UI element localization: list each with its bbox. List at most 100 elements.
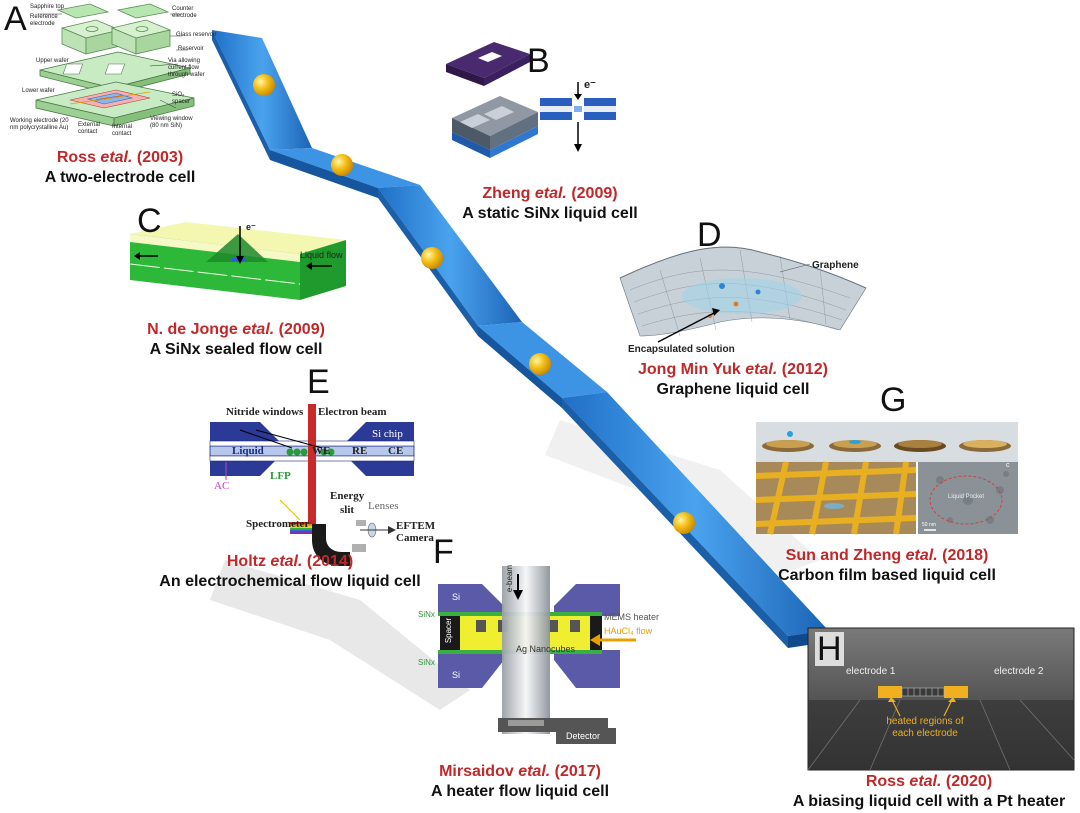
- g-pocket-label: Liquid Pocket: [948, 494, 985, 500]
- a-label-reference: Reference electrode: [30, 14, 58, 27]
- caption-g-author: Sun and Zheng: [785, 547, 902, 564]
- f-mems-label: MEMS heater: [604, 612, 660, 622]
- panel-c-illustration: [129, 222, 346, 300]
- panel-letter-f: F: [433, 533, 454, 571]
- caption-b-author: Zheng: [482, 185, 531, 202]
- a-label-working: Working electrode (20 nm polycrystalline…: [10, 118, 69, 131]
- timeline-ball: [331, 154, 353, 176]
- spectrum-bars: [290, 522, 312, 534]
- a-label-upper: Upper wafer: [36, 58, 69, 64]
- caption-b-year: (2009): [571, 185, 618, 202]
- caption-h-year: (2020): [945, 773, 993, 790]
- f-sinx-bottom-label: SiNx: [418, 658, 435, 667]
- e-liquid-label: Liquid: [232, 445, 264, 457]
- e-re-label: RE: [352, 445, 368, 457]
- panel-letter-d: D: [697, 216, 722, 254]
- h-heated-label: heated regions of each electrode: [886, 716, 964, 739]
- caption-c-year: (2009): [278, 321, 325, 338]
- caption-g-year: (2018): [942, 547, 989, 564]
- caption-h: Ross etal. (2020) A biasing liquid cell …: [780, 772, 1078, 812]
- timeline-ball: [421, 247, 443, 269]
- panel-e-illustration: [206, 404, 418, 566]
- timeline-ball: [529, 353, 551, 375]
- panel-d-illustration: [619, 246, 867, 343]
- panel-h-illustration: [807, 627, 1075, 771]
- timeline-ball: [253, 74, 275, 96]
- d-graphene-label: Graphene: [812, 260, 859, 271]
- a-label-counter: Counter electrode: [172, 6, 197, 19]
- panel-letter-c: C: [137, 202, 162, 240]
- ribbon-edge: [212, 30, 270, 160]
- caption-f: Mirsaidov etal. (2017) A heater flow liq…: [410, 762, 630, 802]
- a-label-external: External contact: [78, 122, 101, 135]
- caption-b: Zheng etal. (2009) A static SiNx liquid …: [440, 184, 660, 224]
- panel-letter-h: H: [815, 630, 844, 668]
- caption-d-author: Jong Min Yuk: [638, 361, 741, 378]
- caption-b-etal: etal.: [534, 185, 567, 202]
- caption-d-etal: etal.: [745, 361, 778, 378]
- panel-f-illustration: [438, 566, 636, 744]
- caption-c-author: N. de Jonge: [147, 321, 238, 338]
- caption-a-desc: A two-electrode cell: [44, 169, 196, 186]
- ribbon-segment: [562, 392, 828, 636]
- a-label-sio2: SiO₂ spacer: [172, 92, 191, 105]
- g-sub-c-label: c: [1006, 462, 1010, 469]
- caption-c: N. de Jonge etal. (2009) A SiNx sealed f…: [116, 320, 356, 360]
- e-nitride-label: Nitride windows: [226, 406, 304, 418]
- f-ebeam-label: e-beam: [505, 564, 515, 593]
- caption-f-etal: etal.: [518, 763, 551, 780]
- timeline-balls: [253, 74, 695, 534]
- panel-letter-e: E: [307, 363, 330, 401]
- e-slit-label: slit: [340, 504, 355, 516]
- e-ce-label: CE: [388, 445, 404, 457]
- caption-a: Ross etal. (2003) A two-electrode cell: [10, 148, 230, 188]
- ribbon-edge: [270, 150, 378, 198]
- a-label-reservoir: Reservoir: [178, 46, 204, 52]
- e-energy-label: Energy: [330, 490, 365, 502]
- caption-d-desc: Graphene liquid cell: [656, 381, 810, 398]
- a-label-glass: Glass reservoir: [176, 32, 217, 38]
- e-we-label: WE: [312, 445, 331, 457]
- panel-b-illustration: [446, 42, 616, 158]
- f-sinx-top-label: SiNx: [418, 610, 435, 619]
- caption-d-year: (2012): [781, 361, 828, 378]
- caption-f-author: Mirsaidov: [439, 763, 514, 780]
- caption-h-author: Ross: [865, 773, 905, 790]
- caption-c-desc: A SiNx sealed flow cell: [149, 341, 323, 358]
- caption-a-year: (2003): [136, 149, 184, 166]
- caption-h-desc: A biasing liquid cell with a Pt heater: [792, 793, 1066, 810]
- e-spectrometer-label: Spectrometer: [246, 518, 310, 530]
- f-haucl-label: HAuCl₄ flow: [604, 626, 653, 636]
- panel-a-illustration: [35, 3, 195, 127]
- e-eftem-label: EFTEM: [396, 520, 436, 532]
- caption-g-desc: Carbon film based liquid cell: [778, 567, 996, 584]
- a-label-sapphire: Sapphire top: [30, 4, 65, 10]
- c-flow-label: Liquid flow: [300, 250, 343, 260]
- caption-c-etal: etal.: [242, 321, 275, 338]
- ribbon-edge: [478, 326, 562, 408]
- b-beam-label: e⁻: [584, 79, 596, 91]
- e-chip-label: Si chip: [372, 428, 403, 440]
- ribbon-segment: [378, 185, 522, 326]
- caption-g: Sun and Zheng etal. (2018) Carbon film b…: [756, 546, 1018, 586]
- caption-e-etal: etal.: [270, 553, 303, 570]
- f-spacer-label: Spacer: [444, 617, 454, 644]
- f-si-bottom-label: Si: [452, 670, 461, 680]
- g-scale-label: 50 nm: [922, 522, 936, 528]
- e-lenses-label: Lenses: [368, 500, 399, 512]
- caption-f-year: (2017): [554, 763, 601, 780]
- e-camera-label: Camera: [396, 532, 434, 544]
- f-detector-label: Detector: [566, 731, 601, 741]
- timeline-ball: [673, 512, 695, 534]
- a-label-internal: Internal contact: [112, 124, 133, 137]
- caption-a-author: Ross: [56, 149, 96, 166]
- caption-e: Holtz etal. (2014) An electrochemical fl…: [150, 552, 430, 592]
- a-label-window: Viewing window (80 nm SiN): [150, 116, 193, 129]
- a-label-via: Via allowing current flow through wafer: [168, 58, 205, 78]
- h-electrode1-label: electrode 1: [846, 666, 896, 677]
- caption-f-desc: A heater flow liquid cell: [430, 783, 610, 800]
- caption-g-etal: etal.: [905, 547, 938, 564]
- panel-letter-g: G: [880, 381, 907, 419]
- e-ac-label: AC: [214, 480, 230, 492]
